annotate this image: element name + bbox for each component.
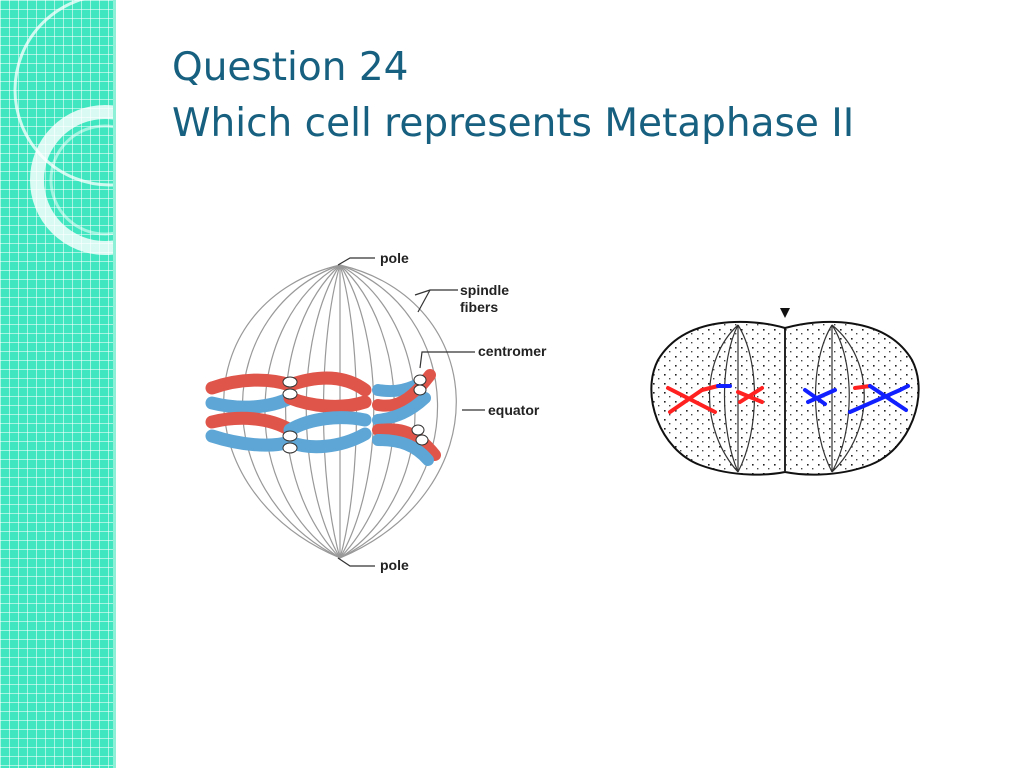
label-leaders <box>337 257 485 567</box>
chromosome-pair-right <box>372 369 441 466</box>
decorative-circles <box>13 0 113 255</box>
chromosome-pair-lower <box>205 411 372 454</box>
side-band-edge <box>113 0 116 768</box>
equator-label: equator <box>488 402 540 418</box>
pole-top-label: pole <box>380 250 409 266</box>
decorative-side-band <box>0 0 113 768</box>
chromosomes-red <box>666 384 872 414</box>
chromosomes-blue <box>716 384 910 414</box>
chromosome-pair-upper <box>205 371 372 414</box>
cleavage-marker <box>780 308 790 318</box>
spindle-diagram: pole spindle fibers centromer equator po… <box>205 250 547 573</box>
slide-title: Question 24 Which cell represents Metaph… <box>172 40 854 152</box>
question-number: Question 24 <box>172 45 409 90</box>
dividing-cell-diagram <box>650 308 920 476</box>
fibers-label: fibers <box>460 299 498 315</box>
cell-fibers <box>708 324 865 473</box>
centromere-label: centromer <box>478 343 547 359</box>
spindle-label: spindle <box>460 282 509 298</box>
question-text: Which cell represents Metaphase II <box>172 101 855 146</box>
pole-bottom-label: pole <box>380 557 409 573</box>
